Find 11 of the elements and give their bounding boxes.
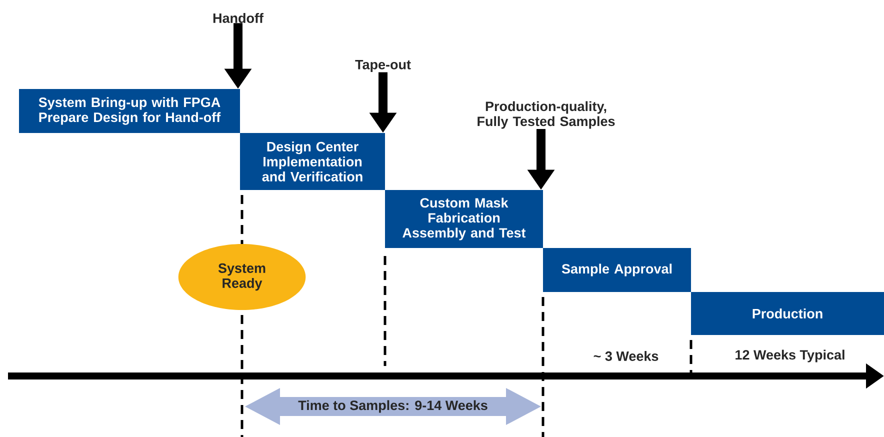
milestone-label: Handoff (213, 13, 264, 23)
process-box: Custom Mask Fabrication Assembly and Test (385, 190, 543, 248)
double-arrow-band: Time to Samples: 9-14 Weeks (245, 388, 541, 425)
milestone-label: Tape-out (355, 60, 411, 72)
duration-label: ~ 3 Weeks (594, 351, 658, 361)
process-box: Sample Approval (543, 248, 691, 292)
process-box: Production (691, 292, 884, 335)
duration-label: 12 Weeks Typical (736, 350, 844, 362)
milestone-label: Production-quality, Fully Tested Samples (478, 101, 615, 129)
process-box: Design Center Implementation and Verification (240, 133, 385, 190)
process-box: System Bring-up with FPGA Prepare Design for Hand-off (19, 89, 240, 133)
